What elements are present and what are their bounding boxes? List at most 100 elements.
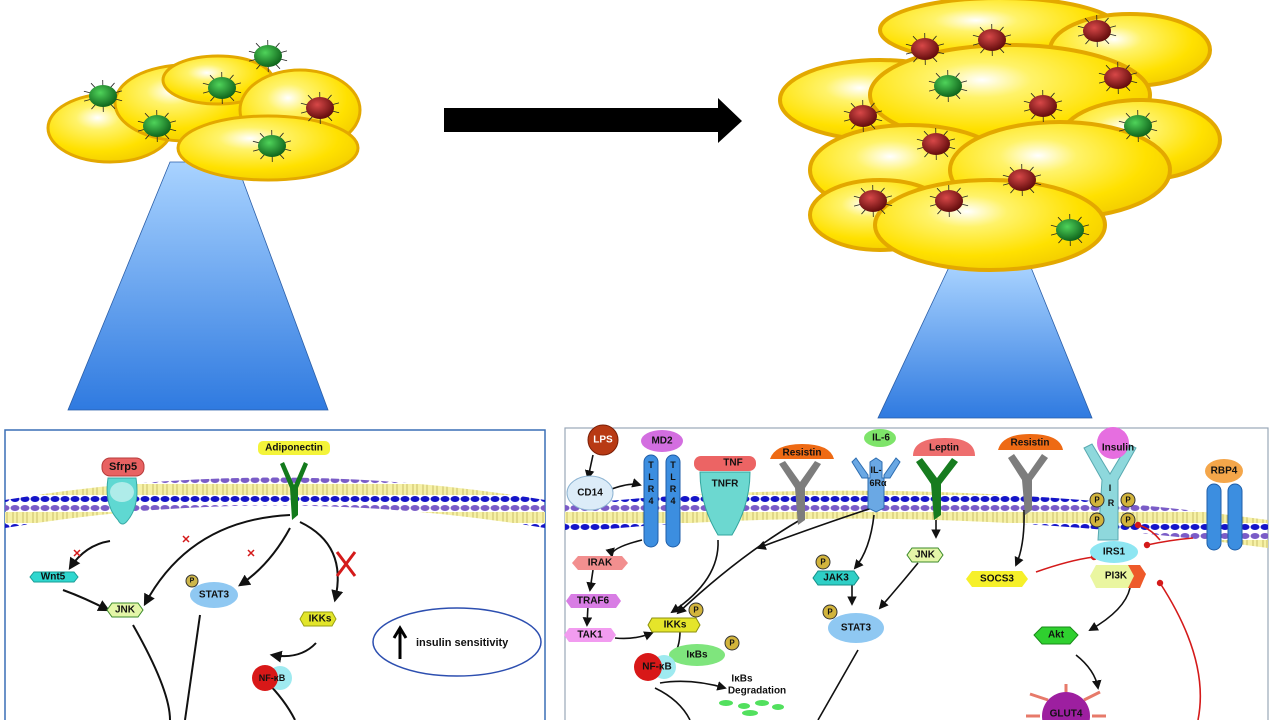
il6-ligand: IL-6: [864, 429, 896, 447]
anti-inflammatory-macrophage: [928, 69, 968, 103]
inflammatory-macrophage: [1098, 61, 1138, 95]
ir-label-i: I: [1109, 483, 1112, 493]
tlr4-letter: L: [670, 472, 676, 482]
insulin-sensitivity-outcome: insulin sensitivity: [372, 607, 542, 677]
inflammatory-macrophage: [916, 127, 956, 161]
nfkb-label-lean: NF-κB: [259, 673, 286, 683]
lean-signaling-panel: Sfrp5 Adiponectin: [4, 429, 546, 720]
traf6-node: TRAF6: [566, 594, 621, 608]
lps-label: LPS: [593, 435, 613, 446]
wnt5-node: Wnt5: [29, 571, 79, 583]
phospho-site: [1120, 512, 1136, 528]
ikks-node-lean: IKKs: [299, 611, 337, 627]
lps-ligand: LPS: [587, 424, 619, 456]
stat3-label-obese: STAT3: [841, 623, 872, 634]
jnk-node-obese: JNK: [906, 547, 944, 563]
phospho-site: [1089, 492, 1105, 508]
lean-fat-cluster: [46, 54, 362, 182]
tlr4-letter: 4: [670, 496, 675, 506]
leptin-label: Leptin: [929, 443, 959, 454]
ikks-label-obese: IKKs: [664, 620, 687, 631]
lean-pyramid: [67, 161, 329, 411]
adiponectin-receptor: [280, 462, 308, 520]
anti-inflammatory-macrophage: [1118, 109, 1158, 143]
rbp4-receptor: [1206, 483, 1243, 551]
anti-inflammatory-macrophage: [1050, 213, 1090, 247]
rbp4-label: RBP4: [1211, 466, 1238, 477]
anti-inflammatory-macrophage: [248, 39, 288, 73]
inflammatory-macrophage: [905, 32, 945, 66]
obese-adipose-tissue: [778, 0, 1222, 419]
ikks-label-lean: IKKs: [309, 614, 332, 625]
insulin-ligand: Insulin: [1097, 427, 1134, 459]
ikbs-degradation: IκBs Degradation: [719, 674, 786, 716]
resistin-receptor-1: [779, 461, 821, 525]
irak-label: IRAK: [588, 558, 613, 569]
ir-label-r: R: [1108, 498, 1115, 508]
wnt5-label: Wnt5: [41, 572, 66, 583]
leptin-receptor: [916, 458, 958, 520]
anti-inflammatory-macrophage: [83, 79, 123, 113]
socs3-label: SOCS3: [980, 574, 1014, 585]
phospho-label: P: [1094, 496, 1100, 505]
insulin-label: Insulin: [1102, 443, 1134, 454]
tlr4-letter: R: [648, 484, 655, 494]
leptin-ligand: Leptin: [913, 438, 975, 456]
pi3k-node: PI3K: [1090, 565, 1146, 588]
phospho-label: P: [820, 558, 826, 567]
traf6-label: TRAF6: [577, 596, 610, 607]
inflammatory-macrophage: [300, 91, 340, 125]
anti-inflammatory-macrophage: [137, 109, 177, 143]
ikks-node-obese: P IKKs: [647, 602, 704, 633]
jnk-node-lean: JNK: [106, 602, 144, 618]
sfrp5-receptor: [106, 477, 138, 525]
stat3-node-lean: P STAT3: [185, 574, 238, 608]
resistin-ligand-2: Resistin: [998, 434, 1063, 450]
akt-node: Akt: [1033, 626, 1079, 645]
up-arrow-icon: [392, 625, 408, 659]
inflammatory-macrophage: [929, 184, 969, 218]
anti-inflammatory-macrophage: [252, 129, 292, 163]
phospho-site: [1089, 512, 1105, 528]
tnf-ligand: TNF: [694, 456, 756, 471]
phospho-label: P: [190, 578, 195, 585]
phospho-label: P: [1125, 516, 1131, 525]
nfkb-node-obese: NF-κB: [634, 653, 676, 681]
il6-receptor: IL- 6Rα: [851, 457, 901, 513]
resistin-ligand-1: Resistin: [770, 444, 834, 459]
jnk-label-obese: JNK: [915, 550, 936, 561]
il6-label: IL-6: [872, 433, 890, 444]
ikbs-node: P IκBs: [669, 635, 740, 666]
ikbs-degradation-label-1: IκBs: [731, 674, 753, 685]
irs1-node: IRS1: [1090, 541, 1138, 563]
inflammatory-macrophage: [1023, 89, 1063, 123]
jak3-label: JAK3: [823, 573, 849, 584]
tnf-label: TNF: [723, 458, 742, 469]
jnk-label-lean: JNK: [115, 605, 136, 616]
resistin-receptor-2: [1008, 454, 1048, 515]
tlr4-letter: R: [670, 484, 677, 494]
rbp4-ligand: RBP4: [1205, 459, 1243, 483]
md2-ligand: MD2: [641, 430, 683, 452]
il6ra-label-1: IL-: [871, 465, 882, 475]
ikbs-label: IκBs: [686, 650, 708, 661]
obese-pathway-arrows: [582, 454, 1131, 691]
glut4-label: GLUT4: [1050, 709, 1083, 720]
irs1-label: IRS1: [1103, 547, 1126, 558]
pi3k-label: PI3K: [1105, 571, 1128, 582]
lean-pathway-arrows: [62, 514, 344, 663]
cd14-receptor: CD14: [566, 475, 614, 511]
tak1-label: TAK1: [577, 630, 603, 641]
inflammatory-macrophage: [843, 99, 883, 133]
sfrp5-label: Sfrp5: [109, 461, 137, 473]
ikbs-degradation-label-2: Degradation: [728, 686, 786, 697]
inflammatory-macrophage: [853, 184, 893, 218]
resistin-label-1: Resistin: [783, 448, 822, 459]
phospho-label: P: [1125, 496, 1131, 505]
md2-label: MD2: [651, 436, 673, 447]
obese-immune-cells: [843, 14, 1158, 247]
